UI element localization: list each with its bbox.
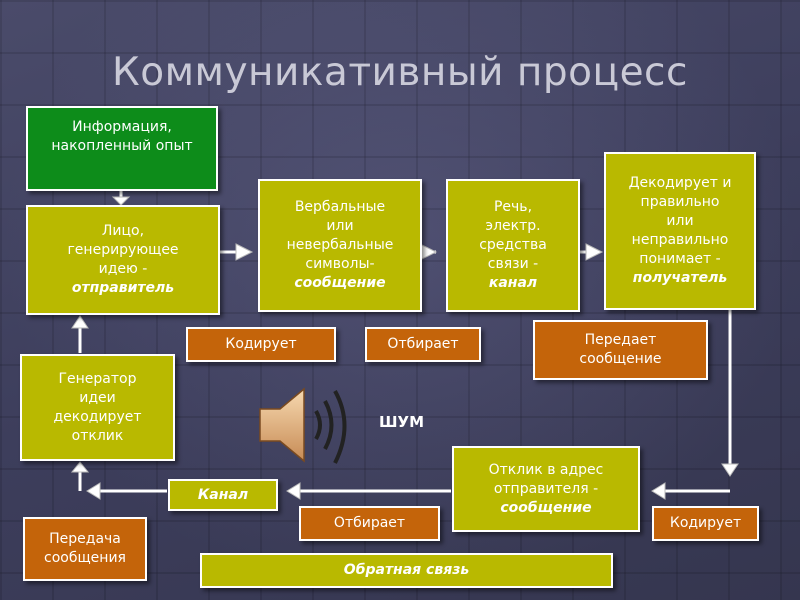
transmission-line1: Передача [49, 531, 121, 547]
sender-line3: идею - [98, 261, 148, 277]
encodes-label: Кодирует [186, 327, 336, 362]
transmits-label: Передает сообщение [533, 320, 708, 380]
sender-box: Лицо, генерирующее идею - отправитель [26, 205, 220, 315]
info-box: Информация, накопленный опыт [26, 106, 218, 191]
receiver-line3: или [666, 213, 694, 229]
symbols-line4: символы- [305, 256, 375, 272]
generator-box: Генератор идеи декодирует отклик [20, 354, 175, 461]
response-line2: отправителя - [493, 480, 599, 497]
response-line1: Отклик в адрес [488, 461, 604, 478]
channel-line5: канал [488, 275, 538, 291]
return-channel-text: Канал [197, 486, 249, 503]
receiver-line5: понимает - [639, 251, 721, 267]
transmission-line2: сообщения [44, 550, 126, 566]
generator-line2: идеи [79, 389, 116, 406]
symbols-line2: или [326, 218, 354, 234]
sender-line4: отправитель [71, 280, 175, 296]
page-title: Коммуникативный процесс [112, 50, 688, 95]
encodes-label-text: Кодирует [225, 336, 297, 352]
sender-line2: генерирующее [67, 242, 179, 258]
noise-label: ШУМ [379, 413, 425, 431]
channel-line3: средства [479, 237, 547, 253]
generator-line3: декодирует [53, 408, 142, 425]
speaker-icon [259, 387, 347, 464]
feedback-text: Обратная связь [343, 562, 470, 578]
response-box: Отклик в адрес отправителя - сообщение [452, 446, 640, 532]
info-box-line2: накопленный опыт [51, 138, 193, 154]
generator-line1: Генератор [58, 370, 137, 387]
selects-label-text: Отбирает [387, 336, 459, 352]
selects-bottom-text: Отбирает [333, 515, 406, 531]
receiver-line1: Декодирует и [628, 175, 732, 191]
receiver-line4: неправильно [631, 232, 729, 248]
transmits-line2: сообщение [579, 351, 662, 367]
receiver-line6: получатель [632, 270, 728, 286]
sender-line1: Лицо, [101, 223, 145, 239]
channel-box: Речь, электр. средства связи - канал [446, 179, 580, 312]
channel-line4: связи - [487, 256, 539, 272]
receiver-box: Декодирует и правильно или неправильно п… [604, 152, 756, 310]
response-line3: сообщение [500, 499, 592, 516]
channel-line2: электр. [485, 218, 541, 234]
info-box-line1: Информация, [72, 119, 172, 135]
selects-bottom-label: Отбирает [299, 506, 440, 541]
transmits-line1: Передает [584, 332, 657, 348]
feedback-label: Обратная связь [200, 553, 613, 588]
encodes-bottom-label: Кодирует [652, 506, 759, 541]
symbols-line3: невербальные [286, 237, 394, 253]
generator-line4: отклик [71, 427, 124, 444]
symbols-line1: Вербальные [294, 199, 386, 215]
symbols-box: Вербальные или невербальные символы- соо… [258, 179, 422, 312]
selects-label: Отбирает [365, 327, 481, 362]
receiver-line2: правильно [640, 194, 720, 210]
channel-line1: Речь, [493, 199, 533, 215]
encodes-bottom-text: Кодирует [669, 515, 742, 531]
symbols-line5: сообщение [294, 275, 386, 291]
return-channel-label: Канал [168, 479, 278, 511]
transmission-label: Передача сообщения [23, 517, 147, 581]
